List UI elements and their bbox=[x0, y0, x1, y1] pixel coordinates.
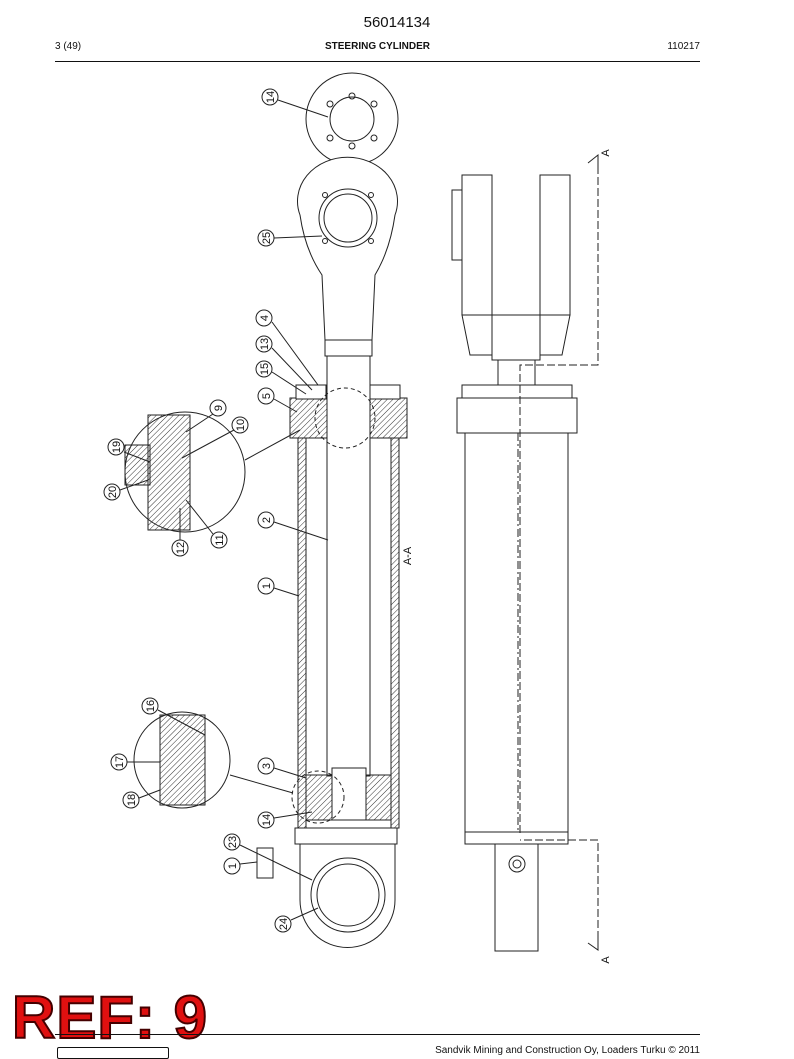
footer-divider bbox=[55, 1034, 700, 1035]
page-title: STEERING CYLINDER bbox=[324, 41, 430, 52]
base-end-eye bbox=[256, 827, 398, 948]
side-view-base bbox=[464, 831, 569, 952]
header-row: 3 (49) STEERING CYLINDER 110217 bbox=[55, 41, 700, 55]
side-view-head bbox=[456, 359, 578, 434]
ref-stamp: REF: 9 bbox=[11, 984, 209, 1051]
detail-circle-upper bbox=[124, 411, 301, 533]
rod-eye bbox=[297, 156, 398, 341]
footer-copyright: Sandvik Mining and Construction Oy, Load… bbox=[435, 1045, 700, 1056]
page-indicator: 3 (49) bbox=[55, 41, 82, 52]
header-divider bbox=[55, 61, 700, 62]
piston-rod bbox=[324, 339, 373, 777]
piston bbox=[291, 767, 392, 824]
section-line-a bbox=[519, 153, 599, 951]
cylinder-head bbox=[289, 384, 408, 449]
rod-end-flange-top bbox=[305, 72, 399, 166]
document-number: 56014134 bbox=[363, 14, 431, 31]
side-view-barrel bbox=[464, 432, 569, 834]
date-code: 110217 bbox=[667, 41, 700, 52]
side-view-clevis bbox=[451, 174, 571, 361]
detail-circle-lower bbox=[133, 711, 294, 809]
sandvik-logo bbox=[57, 1047, 169, 1059]
